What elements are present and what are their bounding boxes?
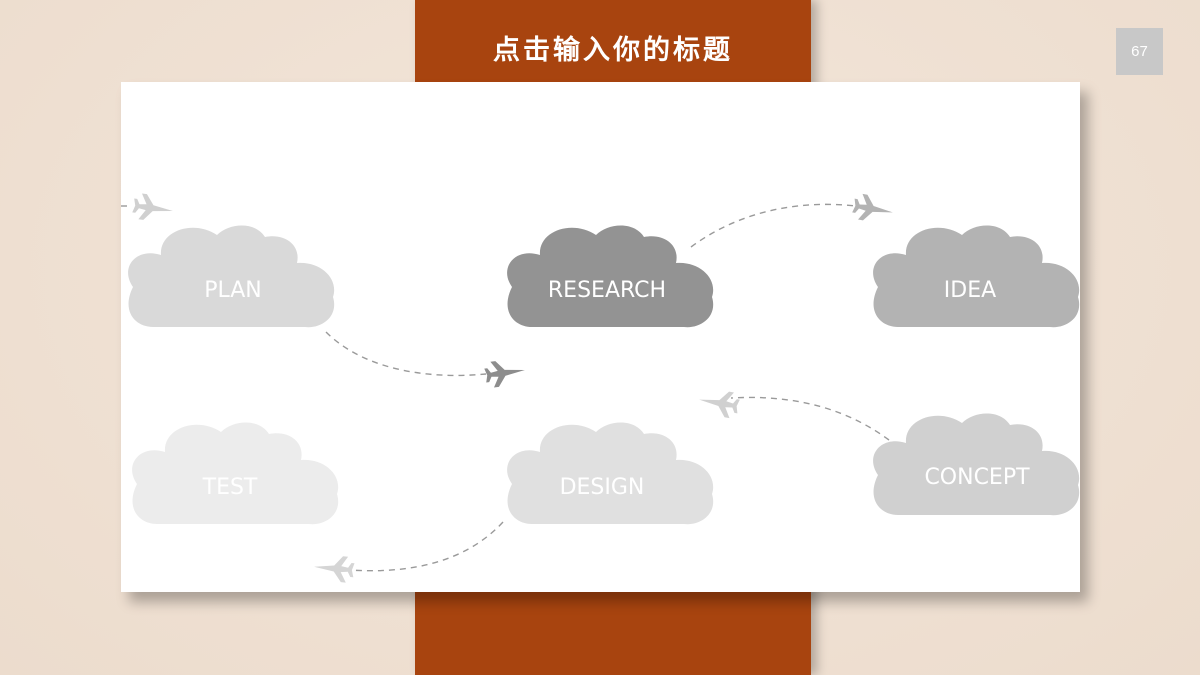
- cloud-shape: [128, 225, 335, 328]
- path-design-test: [348, 521, 504, 572]
- cloud-idea: [873, 225, 1080, 328]
- step-label-concept: CONCEPT: [924, 465, 1030, 490]
- page-number-badge: 67: [1116, 28, 1163, 75]
- flight-paths: [121, 203, 890, 572]
- step-label-design: DESIGN: [559, 475, 645, 500]
- step-label-test: TEST: [202, 475, 258, 500]
- cloud-research: [507, 225, 714, 328]
- cloud-test: [132, 422, 339, 525]
- airplane-icon: [696, 386, 741, 420]
- flow-diagram: [121, 192, 1080, 584]
- cloud-design: [507, 422, 714, 525]
- cloud-plan: [128, 225, 335, 328]
- step-label-idea: IDEA: [943, 278, 997, 303]
- path-research-idea: [690, 203, 857, 248]
- path-plan-research: [325, 331, 487, 377]
- airplane-icon: [851, 192, 896, 226]
- airplane-icon: [483, 357, 527, 389]
- step-label-plan: PLAN: [204, 278, 262, 303]
- airplane-icon: [131, 192, 175, 224]
- diagram-panel: PLAN RESEARCH IDEA CONCEPT DESIGN TEST: [121, 82, 1080, 592]
- step-label-research: RESEARCH: [547, 278, 667, 303]
- page-title[interactable]: 点击输入你的标题: [493, 35, 733, 66]
- path-concept-design-plane: [730, 396, 890, 441]
- airplane-icon: [312, 553, 356, 584]
